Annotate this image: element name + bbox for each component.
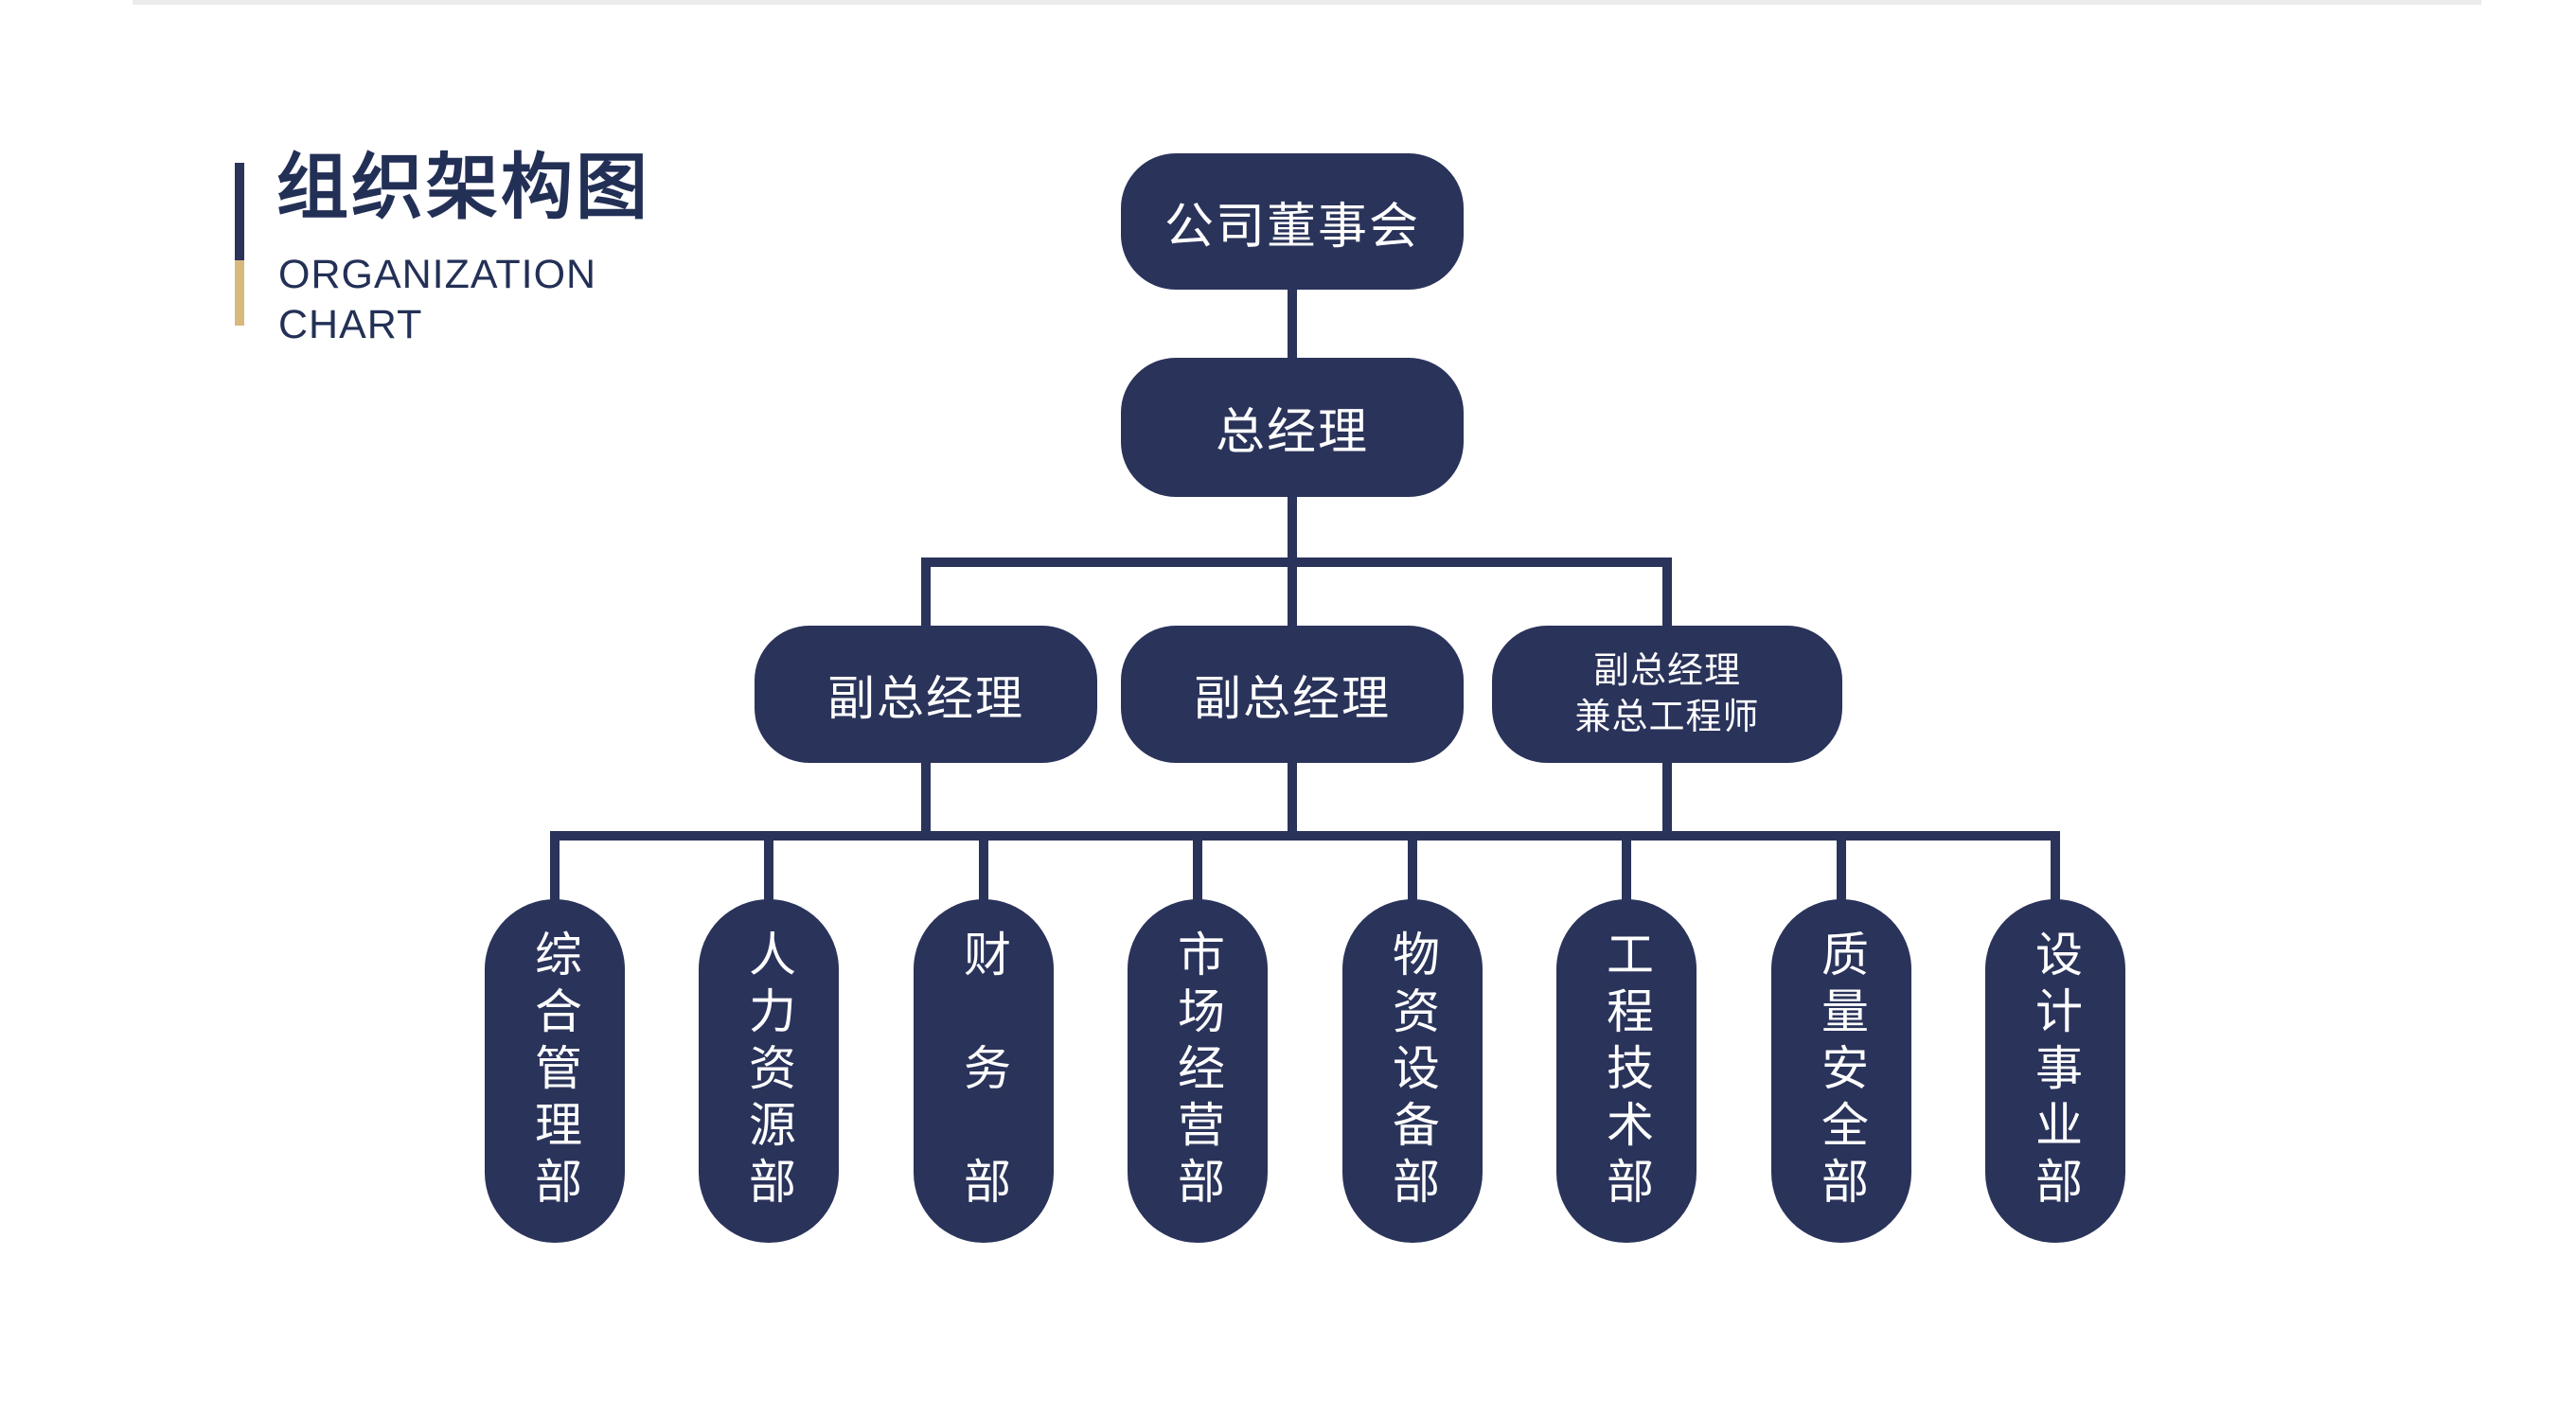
connector-drop-dept-5 [1408,836,1417,904]
org-node-general-manager: 总经理 [1121,358,1464,497]
connector-drop-deputy-1 [921,562,931,631]
page-title: 组织架构图 [276,148,650,228]
org-node-dept-materials-equipment: 物资设备部 [1342,899,1483,1243]
org-node-dept-general-management: 综合管理部 [485,899,625,1243]
connector-board-to-gm [1288,284,1297,364]
connector-drop-deputy-3 [1662,562,1672,631]
connector-drop-dept-3 [979,836,988,904]
connector-drop-dept-8 [2051,836,2060,904]
connector-drop-dept-4 [1193,836,1202,904]
org-node-dept-design-business: 设计事业部 [1985,899,2125,1243]
connector-drop-dept-1 [550,836,560,904]
connector-drop-dept-6 [1622,836,1631,904]
org-node-dept-market-operations: 市场经营部 [1128,899,1268,1243]
accent-bar-navy-segment [235,163,244,260]
org-node-dept-engineering-technology: 工程技术部 [1556,899,1697,1243]
connector-drop-deputy-2 [1288,562,1297,631]
connector-departments-rail [550,831,2060,841]
connector-deputy-1-stub [921,757,931,838]
org-node-dept-7-label: 质量安全部 [1815,929,1868,1213]
org-node-dept-1-label: 综合管理部 [528,929,581,1213]
connector-deputy-3-stub [1662,757,1672,838]
top-edge-strip [133,0,2481,5]
connector-drop-dept-2 [764,836,773,904]
connector-drop-dept-7 [1837,836,1846,904]
org-node-dept-2-label: 人力资源部 [742,929,795,1213]
org-node-dept-5-label: 物资设备部 [1386,929,1439,1213]
org-node-deputy-3-label-line-2: 兼总工程师 [1574,697,1760,737]
org-node-general-manager-label: 总经理 [1215,405,1369,460]
org-node-dept-human-resources: 人力资源部 [699,899,839,1243]
org-node-dept-quality-safety: 质量安全部 [1771,899,1911,1243]
org-node-dept-finance: 财 务 部 [914,899,1054,1243]
org-node-dept-3-label: 财 务 部 [957,929,1010,1213]
connector-deputy-2-stub [1288,757,1297,838]
connector-gm-stub [1288,492,1297,563]
org-node-deputy-3-label-line-1: 副总经理 [1592,650,1741,691]
org-node-deputy-2-label: 副总经理 [1194,671,1391,725]
org-node-deputy-2: 副总经理 [1121,626,1464,763]
org-node-board: 公司董事会 [1121,153,1464,290]
org-node-deputy-1: 副总经理 [755,626,1097,763]
page-subtitle-line-1: ORGANIZATION [278,252,597,297]
page-subtitle-line-2: CHART [278,302,423,347]
org-node-dept-8-label: 设计事业部 [2029,929,2082,1213]
org-node-dept-6-label: 工程技术部 [1600,929,1653,1213]
org-node-deputy-3: 副总经理 兼总工程师 [1492,626,1842,763]
org-node-deputy-1-label: 副总经理 [827,671,1024,725]
accent-bar-gold-segment [235,260,244,326]
org-node-deputy-3-label: 副总经理 兼总工程师 [1574,648,1759,741]
org-node-dept-4-label: 市场经营部 [1171,929,1224,1213]
org-node-board-label: 公司董事会 [1164,199,1420,255]
title-accent-bar [235,163,244,326]
page-subtitle: ORGANIZATION CHART [278,250,596,350]
